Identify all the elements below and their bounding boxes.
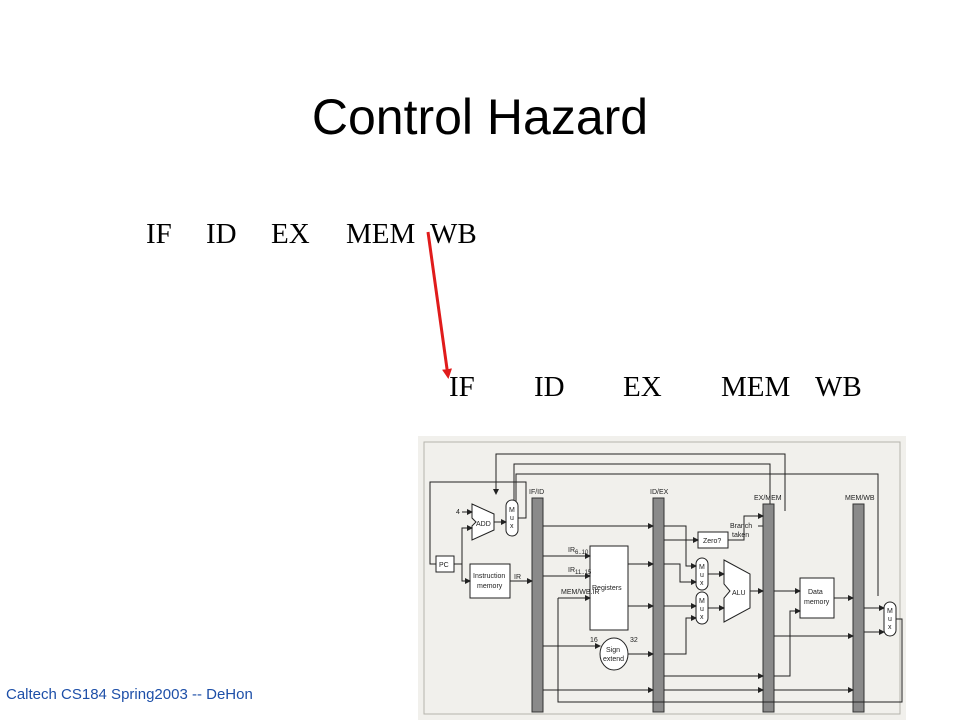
label-taken: taken bbox=[732, 532, 749, 539]
label-32: 32 bbox=[630, 637, 638, 644]
mux-u: u bbox=[700, 606, 704, 613]
alu-a2-wire bbox=[664, 563, 697, 585]
label-zero: Zero? bbox=[703, 538, 721, 545]
pc-to-add-wire bbox=[454, 525, 473, 565]
alu-imm-wire bbox=[664, 615, 697, 655]
data-memory bbox=[799, 577, 835, 619]
stage-mem: MEM bbox=[721, 371, 791, 403]
mux-m: M bbox=[699, 564, 705, 571]
label-data-memory: memory bbox=[804, 599, 830, 606]
label-mem-wb: MEM/WB bbox=[845, 495, 875, 502]
label-registers: Registers bbox=[592, 585, 622, 592]
label-id-ex: ID/EX bbox=[650, 489, 669, 496]
slide-title: Control Hazard bbox=[311, 89, 649, 145]
pc-to-imem-wire bbox=[461, 564, 471, 584]
label-memory: memory bbox=[477, 583, 503, 590]
stage-mem: MEM bbox=[346, 218, 416, 250]
mux-x: x bbox=[700, 614, 704, 621]
label-data: Data bbox=[808, 589, 823, 596]
pipeline-row-1: IF ID EX MEM WB bbox=[0, 218, 960, 258]
pipeline-register-mem-wb bbox=[852, 503, 865, 713]
mux-m: M bbox=[887, 608, 893, 615]
stage-if: IF bbox=[449, 371, 475, 403]
stage-ex: EX bbox=[271, 218, 310, 250]
mux-x: x bbox=[510, 523, 514, 530]
label-four: 4 bbox=[456, 509, 460, 516]
alu-a-wire bbox=[664, 525, 697, 569]
writeback-top-wire bbox=[515, 473, 879, 596]
add-unit bbox=[471, 503, 495, 541]
hazard-arrow bbox=[426, 231, 452, 379]
label-extend: extend bbox=[603, 656, 624, 663]
wdata-wire bbox=[774, 608, 801, 677]
label-add: ADD bbox=[476, 521, 491, 528]
mux-x: x bbox=[700, 580, 704, 587]
label-ir-11-15: IR11..15 bbox=[568, 567, 592, 576]
pipeline-row-2: IF ID EX MEM WB bbox=[0, 371, 960, 411]
stage-id: ID bbox=[534, 371, 565, 403]
next-pc-wire bbox=[429, 481, 527, 565]
writeback-wire bbox=[557, 598, 903, 703]
label-sign: Sign bbox=[606, 647, 620, 654]
instruction-memory bbox=[469, 563, 511, 599]
mux-m: M bbox=[699, 598, 705, 605]
mux-u: u bbox=[700, 572, 704, 579]
label-pc: PC bbox=[439, 562, 449, 569]
pipeline-register-ex-mem bbox=[762, 503, 775, 713]
label-ir: IR bbox=[514, 574, 521, 581]
label-ir-6-10: IR6..10 bbox=[568, 547, 589, 556]
mux-m: M bbox=[509, 507, 515, 514]
figure-frame bbox=[423, 441, 901, 715]
branch-target-wire bbox=[493, 453, 786, 511]
mux-x: x bbox=[888, 624, 892, 631]
pipeline-register-id-ex bbox=[652, 497, 665, 713]
stage-ex: EX bbox=[623, 371, 662, 403]
stage-id: ID bbox=[206, 218, 237, 250]
label-alu: ALU bbox=[732, 590, 746, 597]
register-file bbox=[589, 545, 629, 631]
slide-footer: Caltech CS184 Spring2003 -- DeHon bbox=[6, 686, 253, 703]
stage-wb: WB bbox=[430, 218, 477, 250]
mux-u: u bbox=[510, 515, 514, 522]
label-mem-wb-ir: MEM/WB.IR bbox=[561, 589, 600, 596]
sign-extend bbox=[599, 637, 629, 671]
label-instruction: Instruction bbox=[473, 573, 505, 580]
label-if-id: IF/ID bbox=[529, 489, 544, 496]
stage-if: IF bbox=[146, 218, 172, 250]
stage-wb: WB bbox=[815, 371, 862, 403]
pipeline-register-if-id bbox=[531, 497, 544, 713]
zero-out-wire bbox=[728, 513, 764, 541]
mux-u: u bbox=[888, 616, 892, 623]
label-branch: Branch bbox=[730, 523, 752, 530]
label-16: 16 bbox=[590, 637, 598, 644]
label-ex-mem: EX/MEM bbox=[754, 495, 782, 502]
pipeline-datapath-figure: IF/ID ID/EX EX/MEM MEM/WB PC ADD 16 4 M … bbox=[418, 436, 906, 720]
